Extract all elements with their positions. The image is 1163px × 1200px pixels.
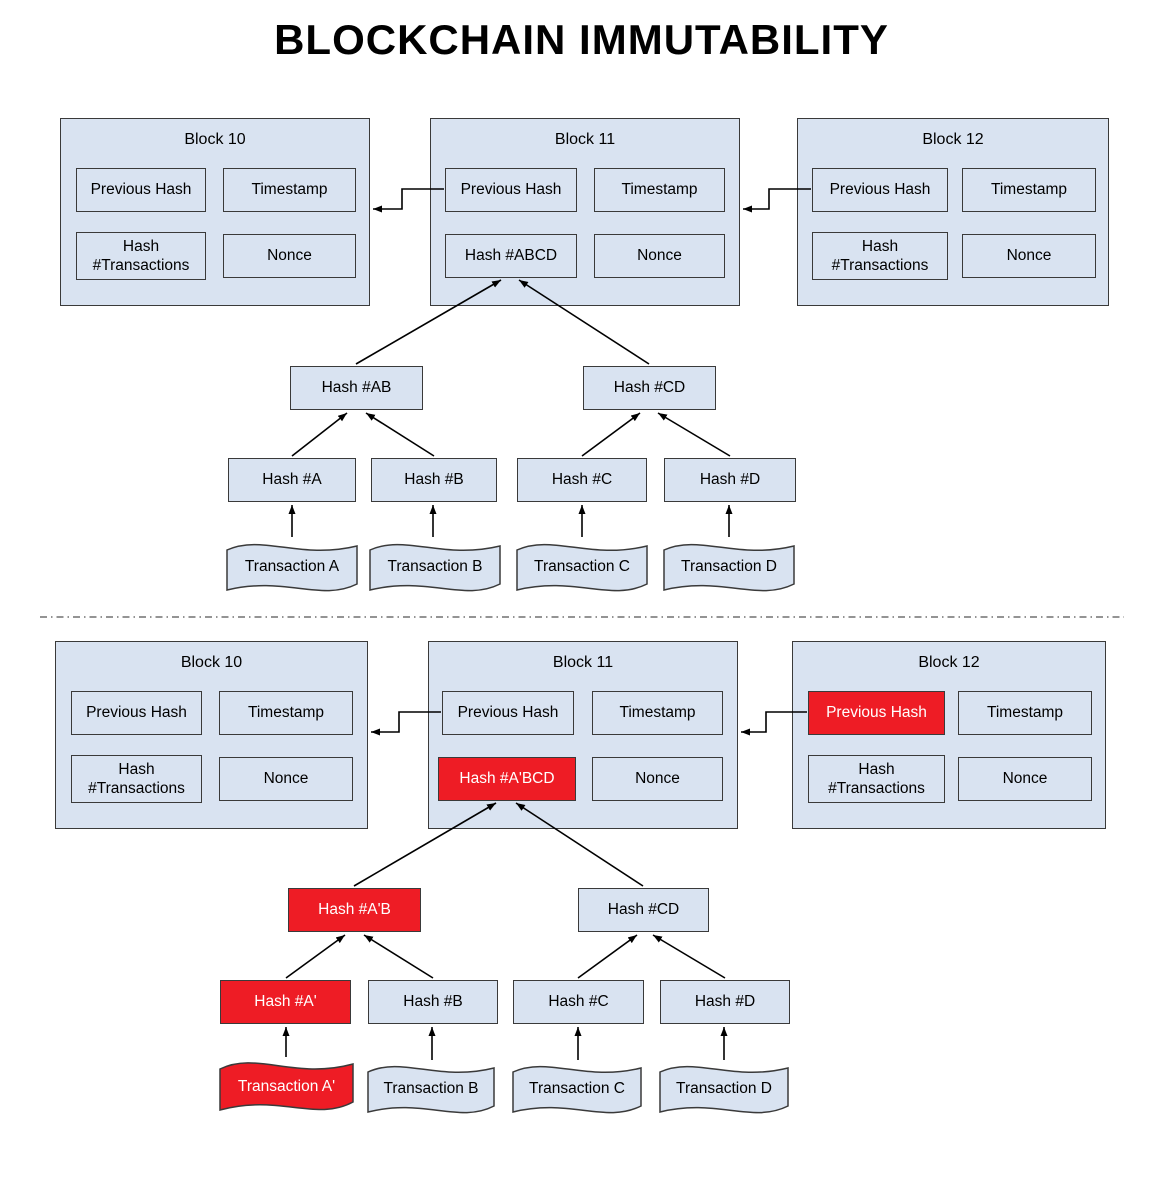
arrow-hashB-to-hashAB [365,412,435,457]
hash-b-node: Hash #B [371,458,497,502]
timestamp-cell: Timestamp [592,691,723,735]
nonce-cell: Nonce [223,234,356,278]
transaction-d-label-bottom: Transaction D [676,1080,772,1097]
hash-abcd-cell: Hash #ABCD [445,234,577,278]
arrow-hashA2-to-hashA2B [285,934,346,979]
hash-transactions-cell: Hash #Transactions [71,755,202,803]
transaction-a-label: Transaction A [244,558,340,575]
block-11-top: Block 11 Previous Hash Timestamp Hash #A… [430,118,740,306]
block-10-top: Block 10 Previous Hash Timestamp Hash #T… [60,118,370,306]
block-title: Block 11 [554,131,616,148]
previous-hash-cell: Previous Hash [71,691,202,735]
arrow-hashB-to-hashA2B [363,934,434,979]
block-title: Block 12 [918,654,980,671]
previous-hash-cell: Previous Hash [812,168,948,212]
timestamp-cell: Timestamp [594,168,725,212]
hash-ab-node: Hash #AB [290,366,423,410]
hash-d-node-bottom: Hash #D [660,980,790,1024]
arrow-hashD-to-hashCD [657,412,731,457]
timestamp-cell: Timestamp [219,691,353,735]
transaction-b-label: Transaction B [387,558,483,575]
transaction-c-label: Transaction C [534,558,630,575]
block-12-bottom: Block 12 Previous Hash Timestamp Hash #T… [792,641,1106,829]
previous-hash-cell: Previous Hash [445,168,577,212]
block-title: Block 10 [180,654,243,671]
block-10-bottom: Block 10 Previous Hash Timestamp Hash #T… [55,641,368,829]
nonce-cell: Nonce [592,757,723,801]
arrow-hashC-to-hashCD [581,412,641,457]
nonce-cell: Nonce [962,234,1096,278]
hash-b-node-bottom: Hash #B [368,980,498,1024]
nonce-cell: Nonce [958,757,1092,801]
hash-a-node: Hash #A [228,458,356,502]
transaction-a2-label-tampered: Transaction A' [237,1078,336,1095]
page-title: BLOCKCHAIN IMMUTABILITY [274,16,889,63]
nonce-cell: Nonce [219,757,353,801]
transaction-c-label-bottom: Transaction C [529,1080,625,1097]
block-title: Block 11 [552,654,614,671]
hash-cd-node-bottom: Hash #CD [578,888,709,932]
timestamp-cell: Timestamp [223,168,356,212]
arrow-hashA-to-hashAB [291,412,348,457]
hash-a2bcd-cell-tampered: Hash #A'BCD [438,757,576,801]
hash-c-node: Hash #C [517,458,647,502]
hash-a2-node-tampered: Hash #A' [220,980,351,1024]
hash-cd-node: Hash #CD [583,366,716,410]
timestamp-cell: Timestamp [958,691,1092,735]
transaction-b-label-bottom: Transaction B [383,1080,479,1097]
nonce-cell: Nonce [594,234,725,278]
block-title: Block 12 [922,131,984,148]
hash-c-node-bottom: Hash #C [513,980,644,1024]
block-11-bottom: Block 11 Previous Hash Timestamp Hash #A… [428,641,738,829]
arrow-hashD-to-hashCD-bottom [652,934,726,979]
arrow-hashC-to-hashCD-bottom [577,934,638,979]
block-12-top: Block 12 Previous Hash Timestamp Hash #T… [797,118,1109,306]
hash-transactions-cell: Hash #Transactions [808,755,945,803]
hash-d-node: Hash #D [664,458,796,502]
hash-a2b-node-tampered: Hash #A'B [288,888,421,932]
previous-hash-cell-tampered: Previous Hash [808,691,945,735]
previous-hash-cell: Previous Hash [76,168,206,212]
previous-hash-cell: Previous Hash [442,691,574,735]
hash-transactions-cell: Hash #Transactions [812,232,948,280]
timestamp-cell: Timestamp [962,168,1096,212]
transaction-d-label: Transaction D [681,558,777,575]
block-title: Block 10 [184,131,246,148]
hash-transactions-cell: Hash #Transactions [76,232,206,280]
